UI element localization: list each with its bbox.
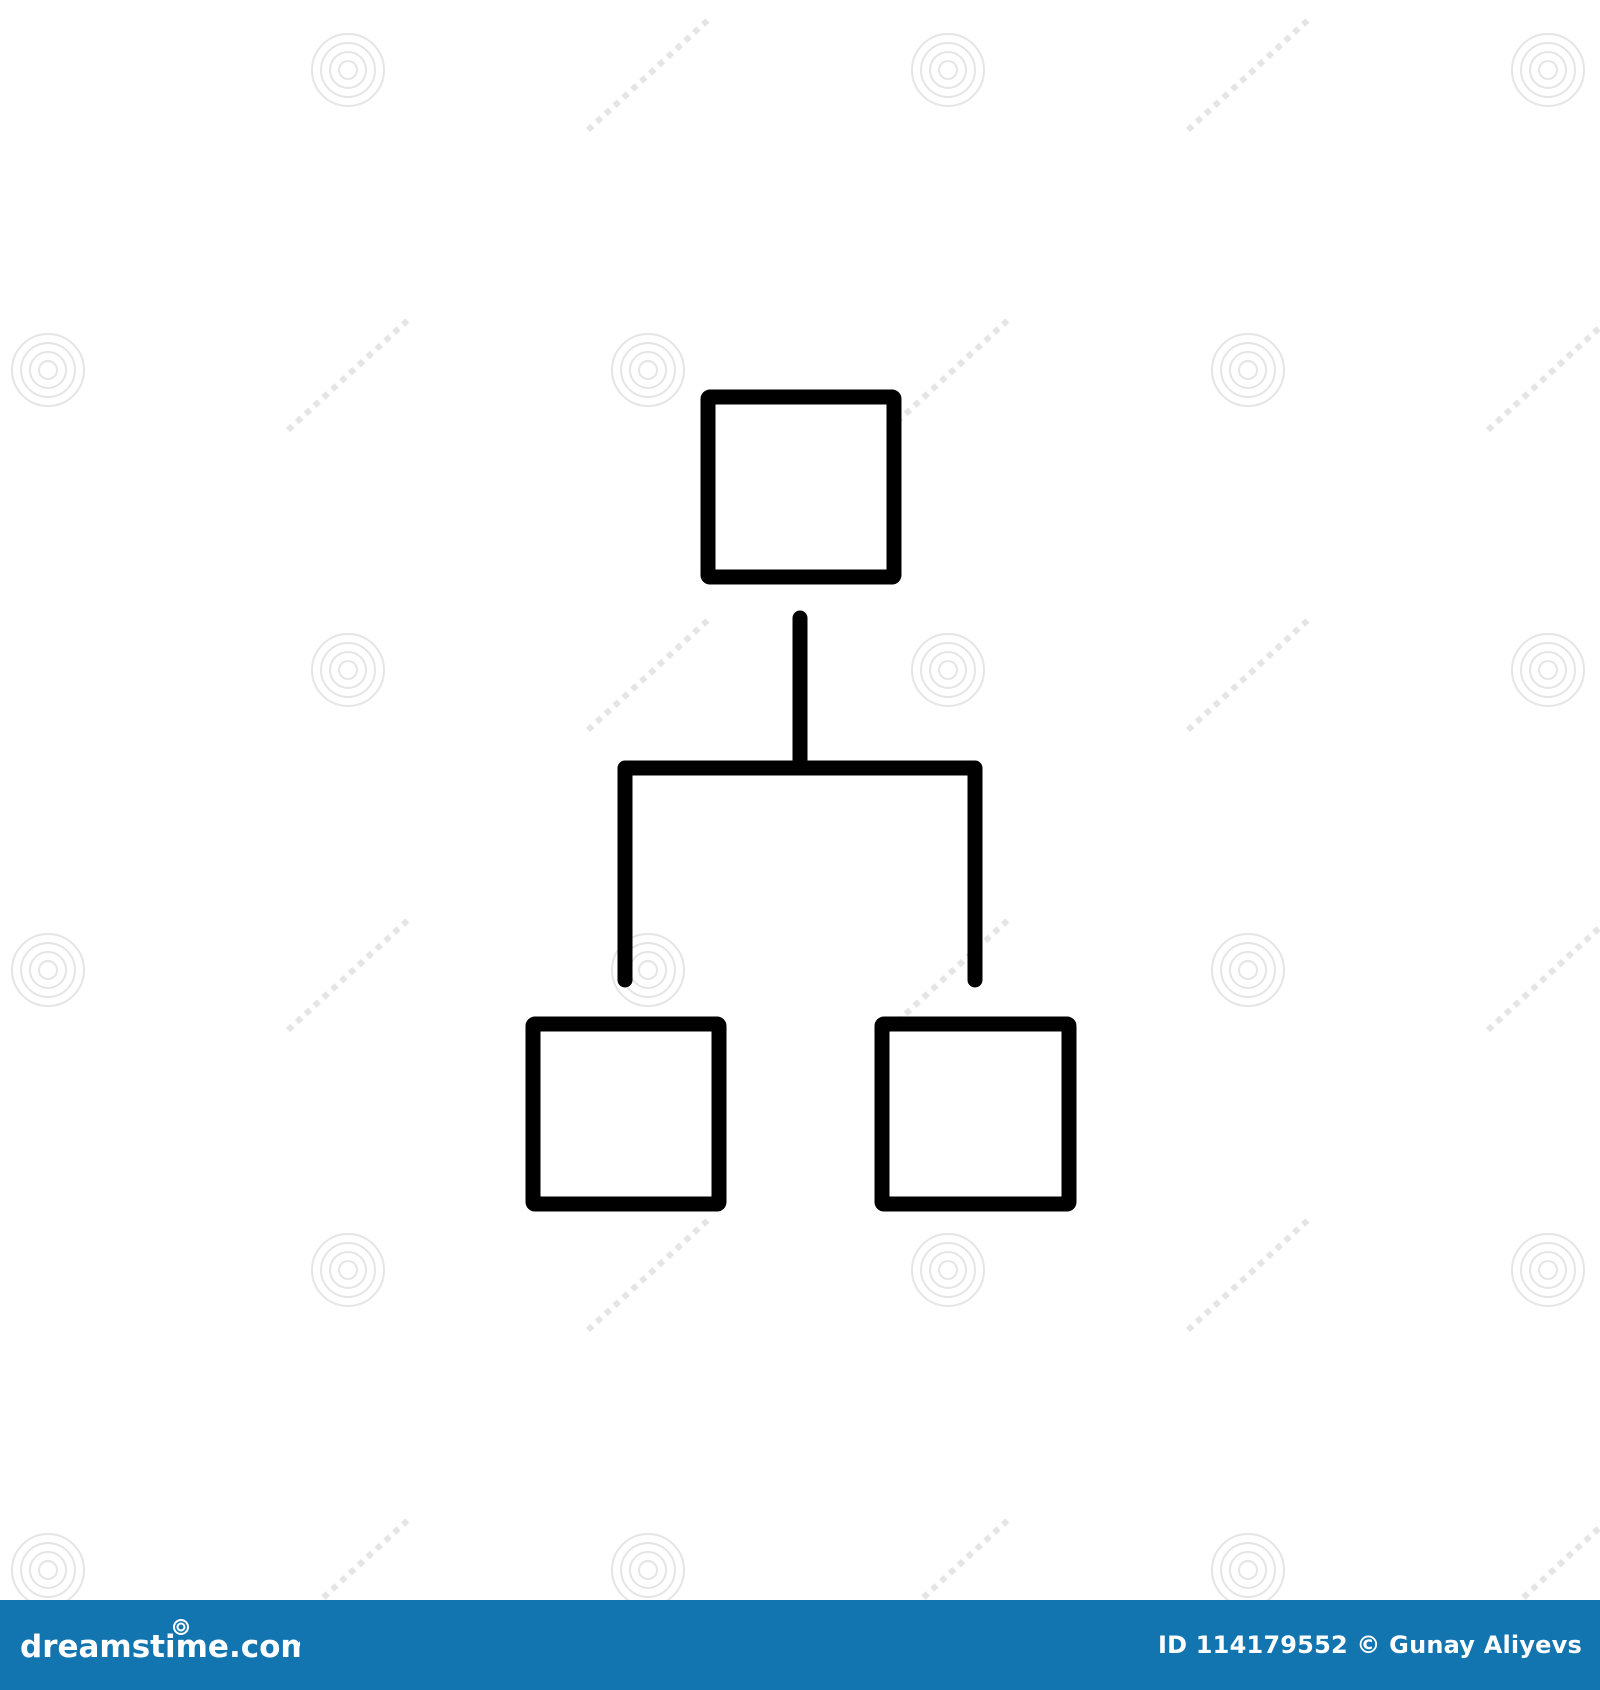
image-credit: ID 114179552 © Gunay Aliyevs [1157,1631,1582,1659]
bottom-right-box [874,1016,1077,1212]
dreamstime-logo-graphic: dreamstime.com [20,1619,300,1665]
logo-spiral-icon [173,1619,189,1635]
logo-text: dreamstime.com [20,1629,300,1665]
footer-bar: dreamstime.com ID 114179552 © Gunay Aliy… [0,1600,1600,1690]
dreamstime-logo[interactable]: dreamstime.com [20,1615,300,1675]
hierarchy-structure-icon [525,389,1077,1212]
bottom-left-box [525,1016,727,1212]
top-box [700,389,902,585]
connector-branch [617,760,983,988]
